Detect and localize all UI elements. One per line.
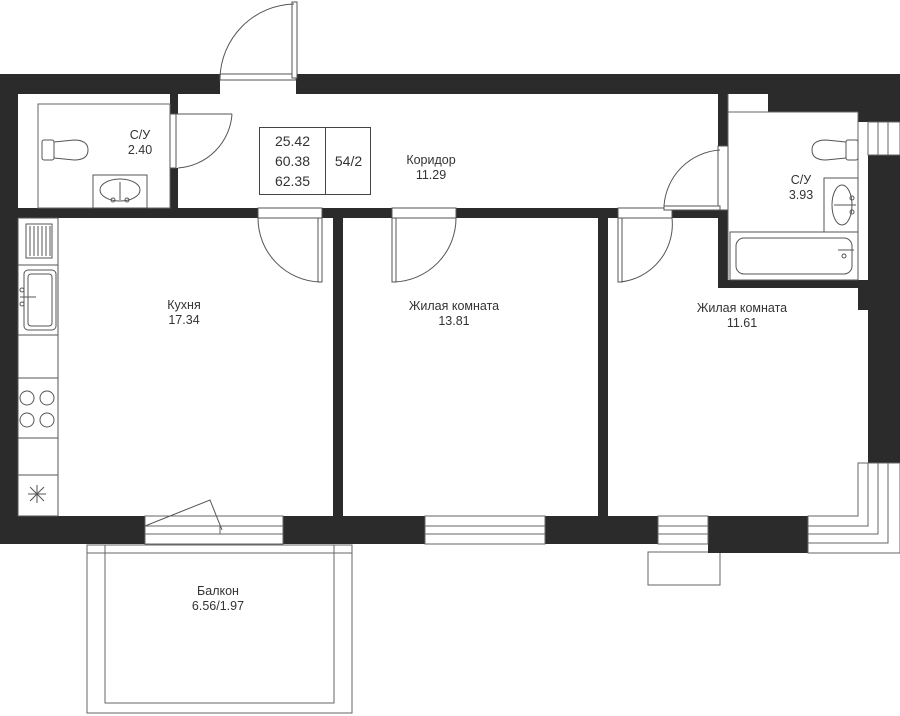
stove-icon	[19, 390, 55, 428]
room-area: 6.56/1.97	[191, 599, 245, 613]
toilet-icon	[811, 139, 859, 161]
room-label-balcony: Балкон 6.56/1.97	[192, 584, 244, 614]
room-label-living-room-1: Жилая комната 13.81	[409, 299, 499, 329]
room-area: 11.29	[415, 168, 447, 182]
partitions	[18, 94, 868, 516]
table-divider	[325, 128, 326, 194]
fixtures	[17, 139, 859, 517]
room-area: 2.40	[127, 143, 153, 157]
bathtub-icon	[729, 231, 859, 281]
room-name: Балкон	[197, 584, 239, 598]
room-label-kitchen: Кухня 17.34	[167, 298, 200, 328]
vent-icon	[28, 485, 46, 503]
area-summary-table: 25.42 60.38 62.35 54/2	[259, 127, 371, 195]
sink-icon	[823, 177, 859, 233]
entrance-door	[219, 1, 298, 81]
toilet-icon	[41, 139, 89, 161]
sink-icon	[92, 174, 148, 209]
dish-rack-icon	[25, 223, 53, 259]
room-area: 17.34	[168, 313, 200, 327]
room-name: Жилая комната	[408, 299, 500, 313]
window-sill	[647, 551, 721, 586]
interior-doors	[144, 113, 729, 531]
room-name: Кухня	[167, 298, 201, 312]
area-value: 60.38	[274, 153, 311, 169]
room-name: С/У	[129, 128, 151, 142]
room-name: Коридор	[406, 153, 456, 167]
walls	[0, 74, 900, 553]
apartment-number: 54/2	[334, 153, 363, 169]
room-name: С/У	[790, 173, 812, 187]
room-label-corridor: Коридор 11.29	[406, 153, 455, 183]
windows	[144, 121, 900, 554]
room-label-bathroom-small: С/У 2.40	[128, 128, 152, 158]
balcony	[86, 544, 353, 714]
kitchen-sink-icon	[19, 269, 57, 331]
room-area: 3.93	[788, 188, 814, 202]
area-value: 25.42	[274, 133, 311, 149]
room-label-living-room-2: Жилая комната 11.61	[697, 301, 787, 331]
room-area: 11.61	[726, 316, 758, 330]
room-area: 13.81	[438, 314, 470, 328]
area-value: 62.35	[274, 173, 311, 189]
room-label-bathroom-large: С/У 3.93	[789, 173, 813, 203]
kitchen-counter	[17, 217, 59, 517]
room-name: Жилая комната	[696, 301, 788, 315]
